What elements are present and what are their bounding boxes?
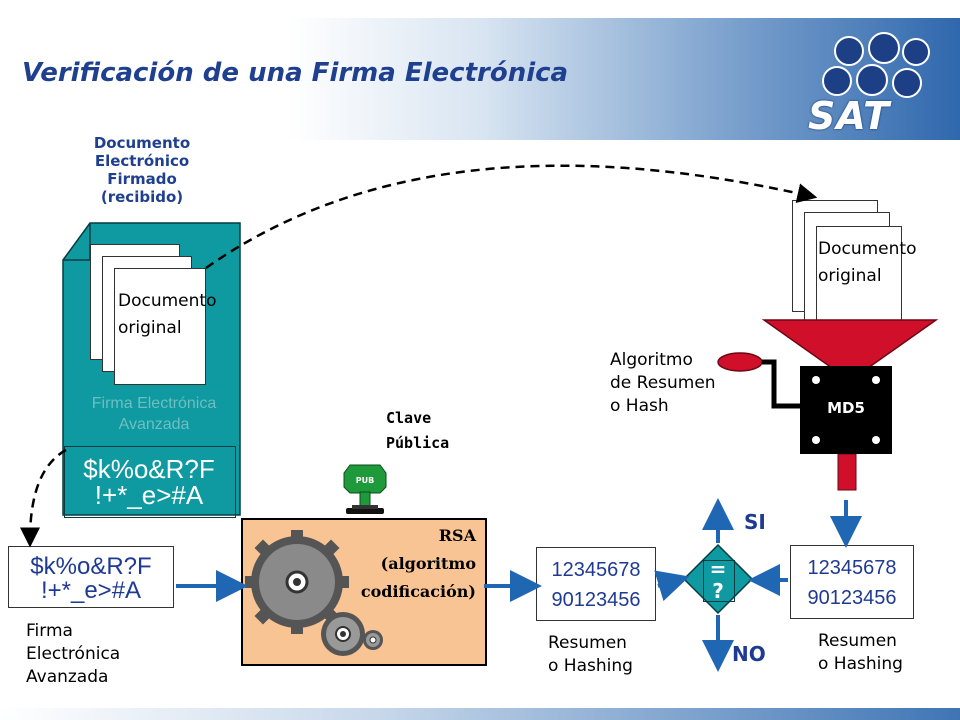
gears-icon <box>245 530 383 656</box>
embedded-signature-text: $k%o&R?F !+*_e>#A <box>64 456 234 508</box>
computed-hash-caption: Resumen o Hashing <box>818 630 903 676</box>
signed-document-text: Documento original <box>118 288 248 342</box>
signed-document-title-line: Electrónico <box>94 152 190 170</box>
key-icon <box>343 464 387 514</box>
caption-line: Avanzada <box>26 667 109 687</box>
public-key-label-line: Clave <box>386 409 432 427</box>
logo-dot <box>892 68 922 98</box>
comparator-box <box>703 560 735 602</box>
footer-band <box>0 708 960 720</box>
caption-line: o Hashing <box>548 656 633 676</box>
logo-dot <box>902 38 930 66</box>
logo-dot <box>856 64 888 96</box>
signature-line: !+*_e>#A <box>40 577 142 604</box>
page-title: Verificación de una Firma Electrónica <box>22 58 569 88</box>
decrypted-hash-box: 12345678 90123456 <box>536 547 656 621</box>
decrypted-hash-caption: Resumen o Hashing <box>548 632 633 678</box>
embedded-signature-label: Firma Electrónica Avanzada <box>66 393 242 435</box>
hash-line: 12345678 <box>807 557 897 579</box>
rsa-label-line: (algoritmo <box>380 554 476 573</box>
public-key-label: Clave Pública <box>386 406 449 456</box>
logo-dot <box>834 36 864 66</box>
faded-line: Avanzada <box>118 416 190 433</box>
comparator-question: ? <box>712 579 724 603</box>
extracted-signature-caption: Firma Electrónica Avanzada <box>26 620 120 689</box>
signature-line: $k%o&R?F <box>83 454 215 484</box>
sat-logo <box>800 26 940 136</box>
doc-text-line: Documento <box>818 239 917 259</box>
hash-lever <box>717 352 804 409</box>
caption-line: Resumen <box>818 631 897 651</box>
comparator-diamond <box>682 543 754 615</box>
signed-document-title: Documento Electrónico Firmado (recibido) <box>62 134 222 206</box>
signature-line: !+*_e>#A <box>94 480 204 510</box>
extracted-signature-box: $k%o&R?F !+*_e>#A <box>8 546 174 608</box>
signed-document-title-line: (recibido) <box>100 188 184 206</box>
computed-hash-box: 12345678 90123456 <box>790 545 914 619</box>
header-white-notch <box>30 128 242 148</box>
doc-text-line: original <box>118 318 182 338</box>
caption-line: Electrónica <box>26 644 121 664</box>
key-tag: PUB <box>355 476 375 485</box>
comparator-label: = ? <box>703 558 733 602</box>
faded-line: Firma Electrónica <box>91 395 217 412</box>
hash-line: 12345678 <box>551 559 641 581</box>
original-document-text: Documento original <box>818 236 948 290</box>
embedded-signature-frame <box>64 446 236 518</box>
logo-text: SAT <box>808 94 891 138</box>
caption-line: Firma <box>26 621 73 641</box>
logo-dot <box>822 66 852 96</box>
doc-text-line: Documento <box>118 291 217 311</box>
public-key-label-line: Pública <box>386 434 450 452</box>
doc-text-line: original <box>818 266 882 286</box>
hash-algorithm-label: Algoritmo de Resumen o Hash <box>610 349 716 418</box>
header-band <box>0 18 960 140</box>
md5-bolt <box>872 376 880 384</box>
paper-sheet-front <box>114 268 206 385</box>
logo-dot <box>868 32 900 64</box>
hash-line: 90123456 <box>807 587 897 609</box>
hash-algorithm-line: de Resumen <box>610 373 716 393</box>
md5-label: MD5 <box>827 399 865 417</box>
comparator-equals: = <box>709 557 727 581</box>
rsa-label-line: codificación) <box>360 582 476 601</box>
hash-algorithm-line: o Hash <box>610 396 669 416</box>
caption-line: o Hashing <box>818 654 903 674</box>
signature-line: $k%o&R?F <box>30 553 152 580</box>
hash-line: 90123456 <box>551 589 641 611</box>
md5-bolt <box>812 436 820 444</box>
rsa-label: RSA (algoritmo codificación) <box>320 522 476 606</box>
hash-algorithm-line: Algoritmo <box>610 350 693 370</box>
caption-line: Resumen <box>548 633 627 653</box>
result-yes: SI <box>744 510 766 534</box>
result-no: NO <box>732 642 766 666</box>
signed-document-title-line: Firmado <box>107 170 177 188</box>
rsa-label-line: RSA <box>438 526 476 545</box>
md5-bolt <box>812 376 820 384</box>
md5-bolt <box>872 436 880 444</box>
signed-document-title-line: Documento <box>93 134 191 152</box>
